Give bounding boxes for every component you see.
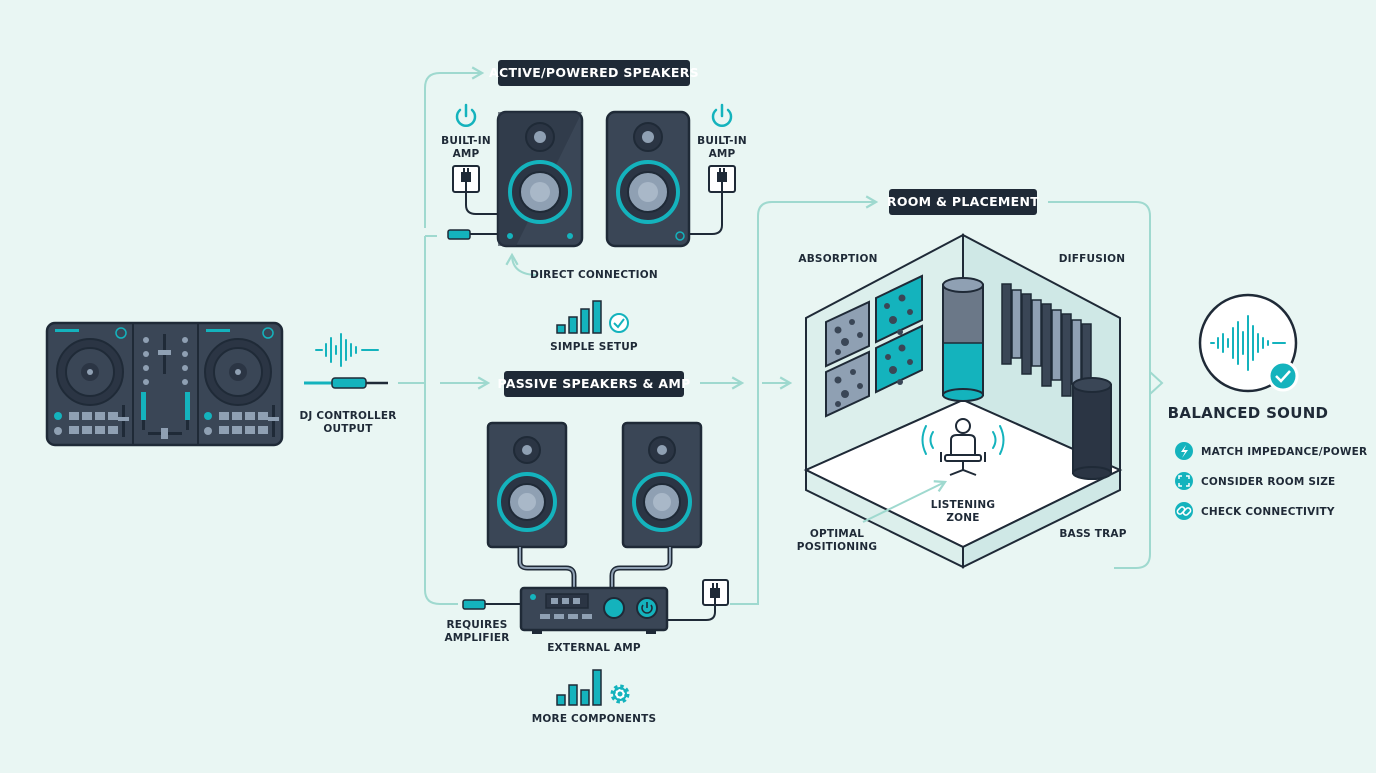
external-amplifier	[519, 586, 669, 634]
listening-zone-label-2: ZONE	[946, 512, 979, 524]
listening-zone-label: LISTENING	[931, 499, 995, 511]
balanced-sound-title: BALANCED SOUND	[1168, 404, 1329, 422]
right-pads	[204, 405, 279, 437]
requires-amplifier-label: REQUIRES	[446, 619, 507, 631]
diffusion-label: DIFFUSION	[1059, 253, 1125, 265]
built-in-amp-label-left-2: AMP	[453, 148, 480, 160]
output-waveform-icon	[315, 333, 379, 367]
optimal-positioning-arrow	[862, 480, 948, 523]
output-jack-icon	[304, 377, 388, 389]
link-icon	[1176, 506, 1192, 516]
requires-amplifier-label-2: AMPLIFIER	[444, 632, 509, 644]
absorption-label: ABSORPTION	[798, 253, 877, 265]
checklist-item-connectivity: CHECK CONNECTIVITY	[1175, 502, 1335, 520]
passive-speaker-right	[621, 421, 703, 549]
passive-speaker-left	[486, 421, 568, 549]
lightning-icon	[1181, 445, 1188, 458]
controller-output-label: DJ CONTROLLER	[299, 410, 396, 422]
power-icon-left	[455, 103, 477, 127]
active-speaker-left	[496, 110, 584, 248]
built-in-amp-label-right-2: AMP	[709, 148, 736, 160]
simple-setup-check-icon	[609, 313, 629, 333]
bass-trap	[1072, 377, 1112, 480]
external-amp-label: EXTERNAL AMP	[547, 642, 641, 654]
built-in-amp-label-right: BUILT-IN	[697, 135, 747, 147]
right-jog-wheel	[204, 338, 272, 406]
diffusion-panel	[1001, 283, 1092, 399]
checklist-label-impedance: MATCH IMPEDANCE/POWER	[1201, 446, 1367, 458]
balanced-sound-icon	[1198, 293, 1299, 393]
built-in-amp-label-left: BUILT-IN	[441, 135, 491, 147]
expand-icon	[1178, 475, 1190, 487]
bass-trap-label: BASS TRAP	[1059, 528, 1126, 540]
checklist-item-room-size: CONSIDER ROOM SIZE	[1175, 472, 1335, 490]
listening-sound-waves-icon	[921, 425, 1005, 455]
amp-input-jack-icon	[462, 599, 521, 610]
corner-bass-trap-tube	[942, 277, 984, 402]
optimal-positioning-label: OPTIMAL	[810, 528, 864, 540]
simple-setup-label: SIMPLE SETUP	[550, 341, 638, 353]
active-speakers-title: ACTIVE/POWERED SPEAKERS	[489, 65, 699, 80]
more-components-gear-icon	[610, 684, 630, 704]
room-placement-header: ROOM & PLACEMENT	[887, 189, 1039, 215]
flow-lines	[398, 66, 1164, 605]
direct-connection-label: DIRECT CONNECTION	[530, 269, 658, 281]
passive-speakers-header: PASSIVE SPEAKERS & AMP	[497, 371, 690, 397]
dj-controller	[45, 321, 284, 447]
room-placement-title: ROOM & PLACEMENT	[887, 194, 1039, 209]
controller-output-label-2: OUTPUT	[323, 423, 373, 435]
left-pads	[54, 405, 129, 437]
checklist-item-impedance: MATCH IMPEDANCE/POWER	[1175, 442, 1367, 460]
power-outlet-icon-right	[689, 165, 736, 235]
power-icon-right	[711, 103, 733, 127]
power-outlet-icon-left	[452, 165, 498, 215]
passive-speakers-title: PASSIVE SPEAKERS & AMP	[497, 376, 690, 391]
optimal-positioning-label-2: POSITIONING	[797, 541, 877, 553]
absorption-panels	[825, 274, 923, 418]
listener-chair-icon	[940, 418, 986, 476]
mixer-section	[141, 334, 190, 439]
speaker-cables	[517, 547, 673, 588]
active-speaker-right	[605, 110, 691, 248]
simple-setup-bars-icon	[556, 300, 602, 334]
more-components-label: MORE COMPONENTS	[532, 713, 656, 725]
amp-power-outlet-icon	[667, 579, 729, 621]
direct-jack-icon	[447, 229, 498, 240]
more-components-bars-icon	[556, 669, 602, 706]
checklist-label-room-size: CONSIDER ROOM SIZE	[1201, 476, 1335, 488]
active-speakers-header: ACTIVE/POWERED SPEAKERS	[489, 60, 699, 86]
left-jog-wheel	[56, 338, 124, 406]
checklist-label-connectivity: CHECK CONNECTIVITY	[1201, 506, 1335, 518]
